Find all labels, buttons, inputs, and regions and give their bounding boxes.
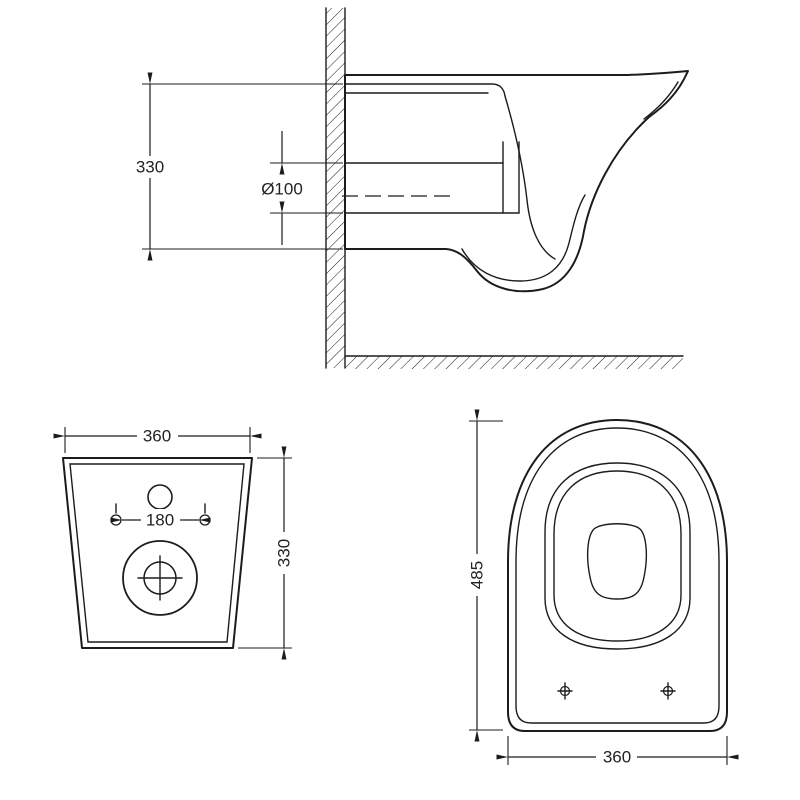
dimension-outlet-diameter: Ø100 [261, 131, 343, 245]
front-edge-inner-line [643, 81, 679, 120]
fixing-mark-left [557, 682, 573, 700]
outlet-diameter-label: Ø100 [261, 180, 303, 199]
back-width-label: 360 [143, 427, 171, 446]
side-section-view: 330 Ø100 [129, 7, 689, 369]
dimension-back-height: 330 [238, 446, 294, 660]
plan-width-label: 360 [603, 748, 631, 767]
dimension-bolt-spacing: 180 [110, 509, 211, 530]
fixing-mark-right [660, 682, 676, 700]
back-outline-inner [69, 463, 245, 643]
seat-opening-inner [553, 470, 682, 642]
plan-view: 485 360 [466, 409, 739, 767]
side-height-label: 330 [136, 158, 164, 177]
wall-hatch [325, 7, 346, 369]
dimension-plan-depth: 485 [466, 409, 503, 742]
trap-inner-curve [461, 194, 586, 282]
back-outline-outer [62, 457, 253, 649]
plan-depth-label: 485 [468, 561, 487, 589]
back-height-label: 330 [275, 539, 294, 567]
dimension-back-width: 360 [53, 425, 262, 453]
seat-lines [344, 83, 506, 97]
bowl-inner-wall [504, 95, 556, 260]
floor-hatch [344, 355, 684, 369]
back-view: 360 180 330 [53, 425, 294, 660]
water-surface [586, 523, 648, 600]
dimension-plan-width: 360 [496, 736, 739, 767]
seat-opening-outer [544, 462, 691, 650]
plan-outline-inner [515, 427, 720, 724]
bolt-spacing-label: 180 [146, 511, 174, 530]
drain-outlet-symbol [122, 540, 198, 616]
outlet-pipe [344, 141, 520, 214]
dimension-side-height: 330 [129, 72, 343, 261]
toilet-side-profile [344, 70, 689, 293]
